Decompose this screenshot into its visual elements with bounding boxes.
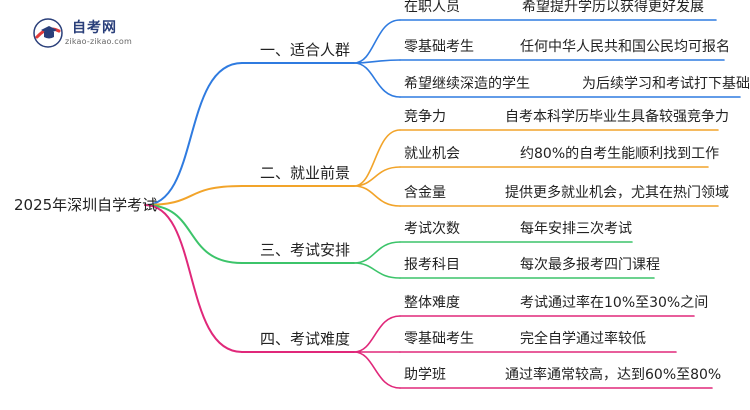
item-connector [353,241,401,264]
item-description: 任何中华人民共和国公民均可报名 [520,39,730,55]
item-connector [353,62,401,98]
branch-label: 一、适合人群 [260,41,351,59]
item-connector [353,19,401,64]
logo-name: 自考网 [72,20,117,36]
item-description: 考试通过率在10%至30%之间 [520,295,709,311]
logo-url: zikao-zikao.com [65,37,132,46]
branch-connector [144,204,243,264]
root-topic: 2025年深圳自学考试 [14,196,158,214]
graduation-cap-icon [33,18,63,48]
item-title: 零基础考生 [404,331,474,347]
item-connector [353,351,401,389]
item-title: 整体难度 [404,295,460,311]
item-connector [353,129,401,187]
item-description: 完全自学通过率较低 [520,331,646,347]
item-connector [353,262,401,279]
item-title: 报考科目 [404,257,460,273]
branch-label: 四、考试难度 [260,330,351,348]
branch-label: 二、就业前景 [260,164,351,182]
item-title: 助学班 [404,367,446,383]
item-connector [353,166,401,187]
branch-label: 三、考试安排 [260,241,351,259]
item-title: 希望继续深造的学生 [404,76,530,92]
item-connector [353,185,401,207]
item-description: 自考本科学历毕业生具备较强竞争力 [505,109,729,125]
item-description: 约80%的自考生能顺利找到工作 [520,146,720,162]
site-logo[interactable]: 自考网 zikao-zikao.com [32,15,142,51]
item-title: 竞争力 [404,109,446,125]
item-title: 就业机会 [404,146,460,162]
item-description: 通过率通常较高，达到60%至80% [505,367,722,383]
item-title: 考试次数 [404,221,460,237]
item-description: 希望提升学历以获得更好发展 [522,0,704,15]
item-description: 为后续学习和考试打下基础 [582,76,750,92]
item-description: 每次最多报考四门课程 [520,257,660,273]
branch-connector [144,204,243,353]
item-connector [353,315,401,353]
branch-connector [144,62,243,206]
item-title: 在职人员 [404,0,460,15]
item-description: 提供更多就业机会，尤其在热门领域 [505,185,729,201]
item-title: 含金量 [404,185,446,201]
item-title: 零基础考生 [404,39,474,55]
branch-connector [144,185,243,206]
item-description: 每年安排三次考试 [520,221,632,237]
